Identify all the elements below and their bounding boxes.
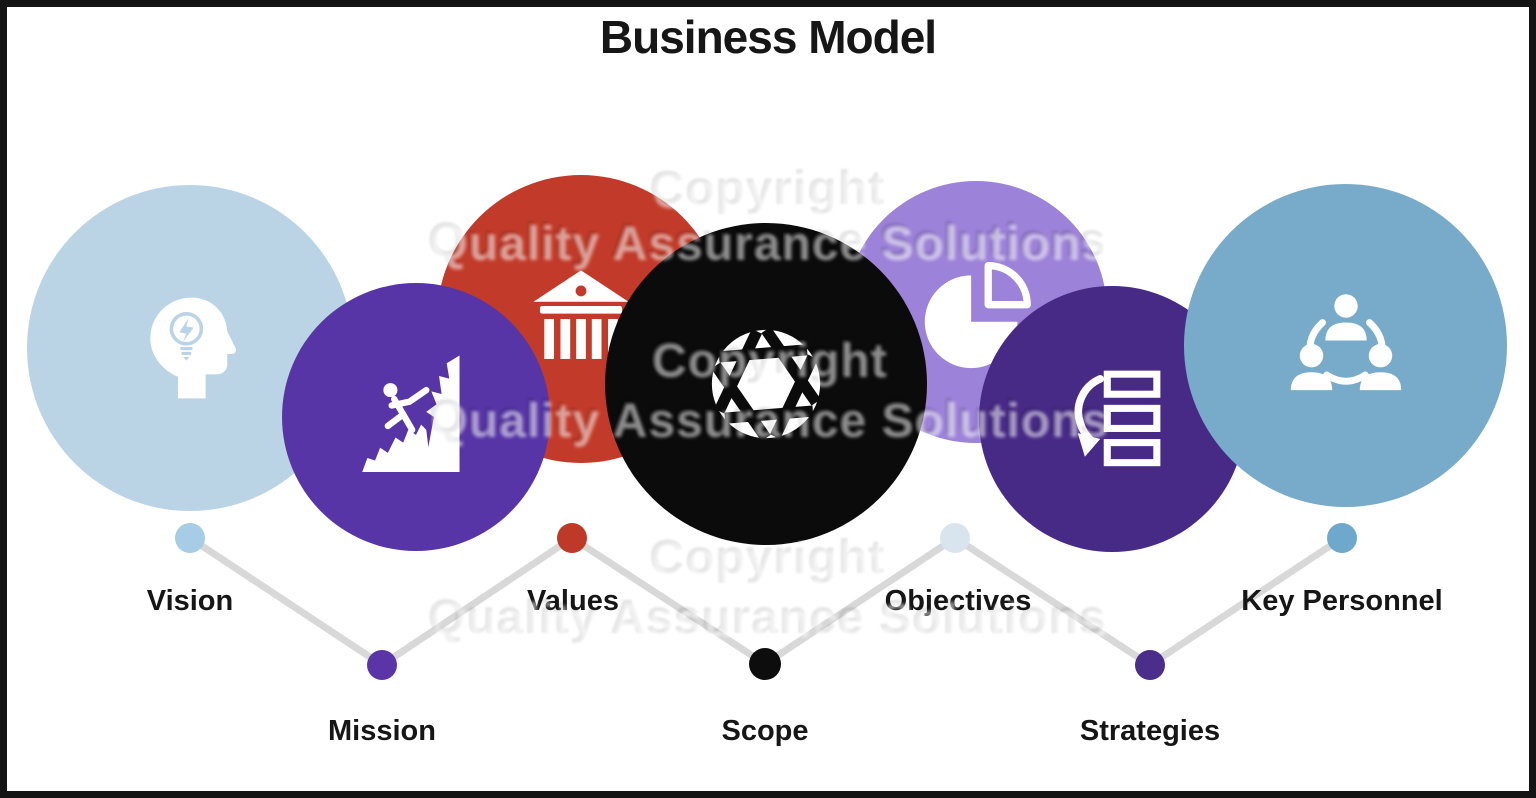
label-vision: Vision [146,585,234,617]
list-arrow-icon [1074,370,1161,467]
label-strategies: Strategies [1079,715,1221,747]
connector-line [188,533,1344,670]
label-objectives: Objectives [884,585,1032,617]
dot-values [557,523,587,553]
dot-mission [367,650,397,680]
dot-strategies [1135,650,1165,680]
dot-scope [749,648,781,680]
mountain-climber-icon [362,355,460,473]
circle-vision [27,185,353,511]
aperture-icon [711,326,821,442]
team-network-icon [1290,293,1401,390]
circle-scope [605,223,927,545]
page-title: Business Model [599,11,937,63]
label-values: Values [527,585,619,617]
dot-objectives [940,523,970,553]
circle-mission [282,283,550,551]
dot-key-personnel [1327,523,1357,553]
circle-key-personnel [1184,184,1507,507]
label-scope: Scope [721,715,809,747]
head-idea-icon [150,297,236,399]
dot-vision [175,523,205,553]
label-key-personnel: Key Personnel [1241,585,1443,617]
label-mission: Mission [328,715,436,747]
